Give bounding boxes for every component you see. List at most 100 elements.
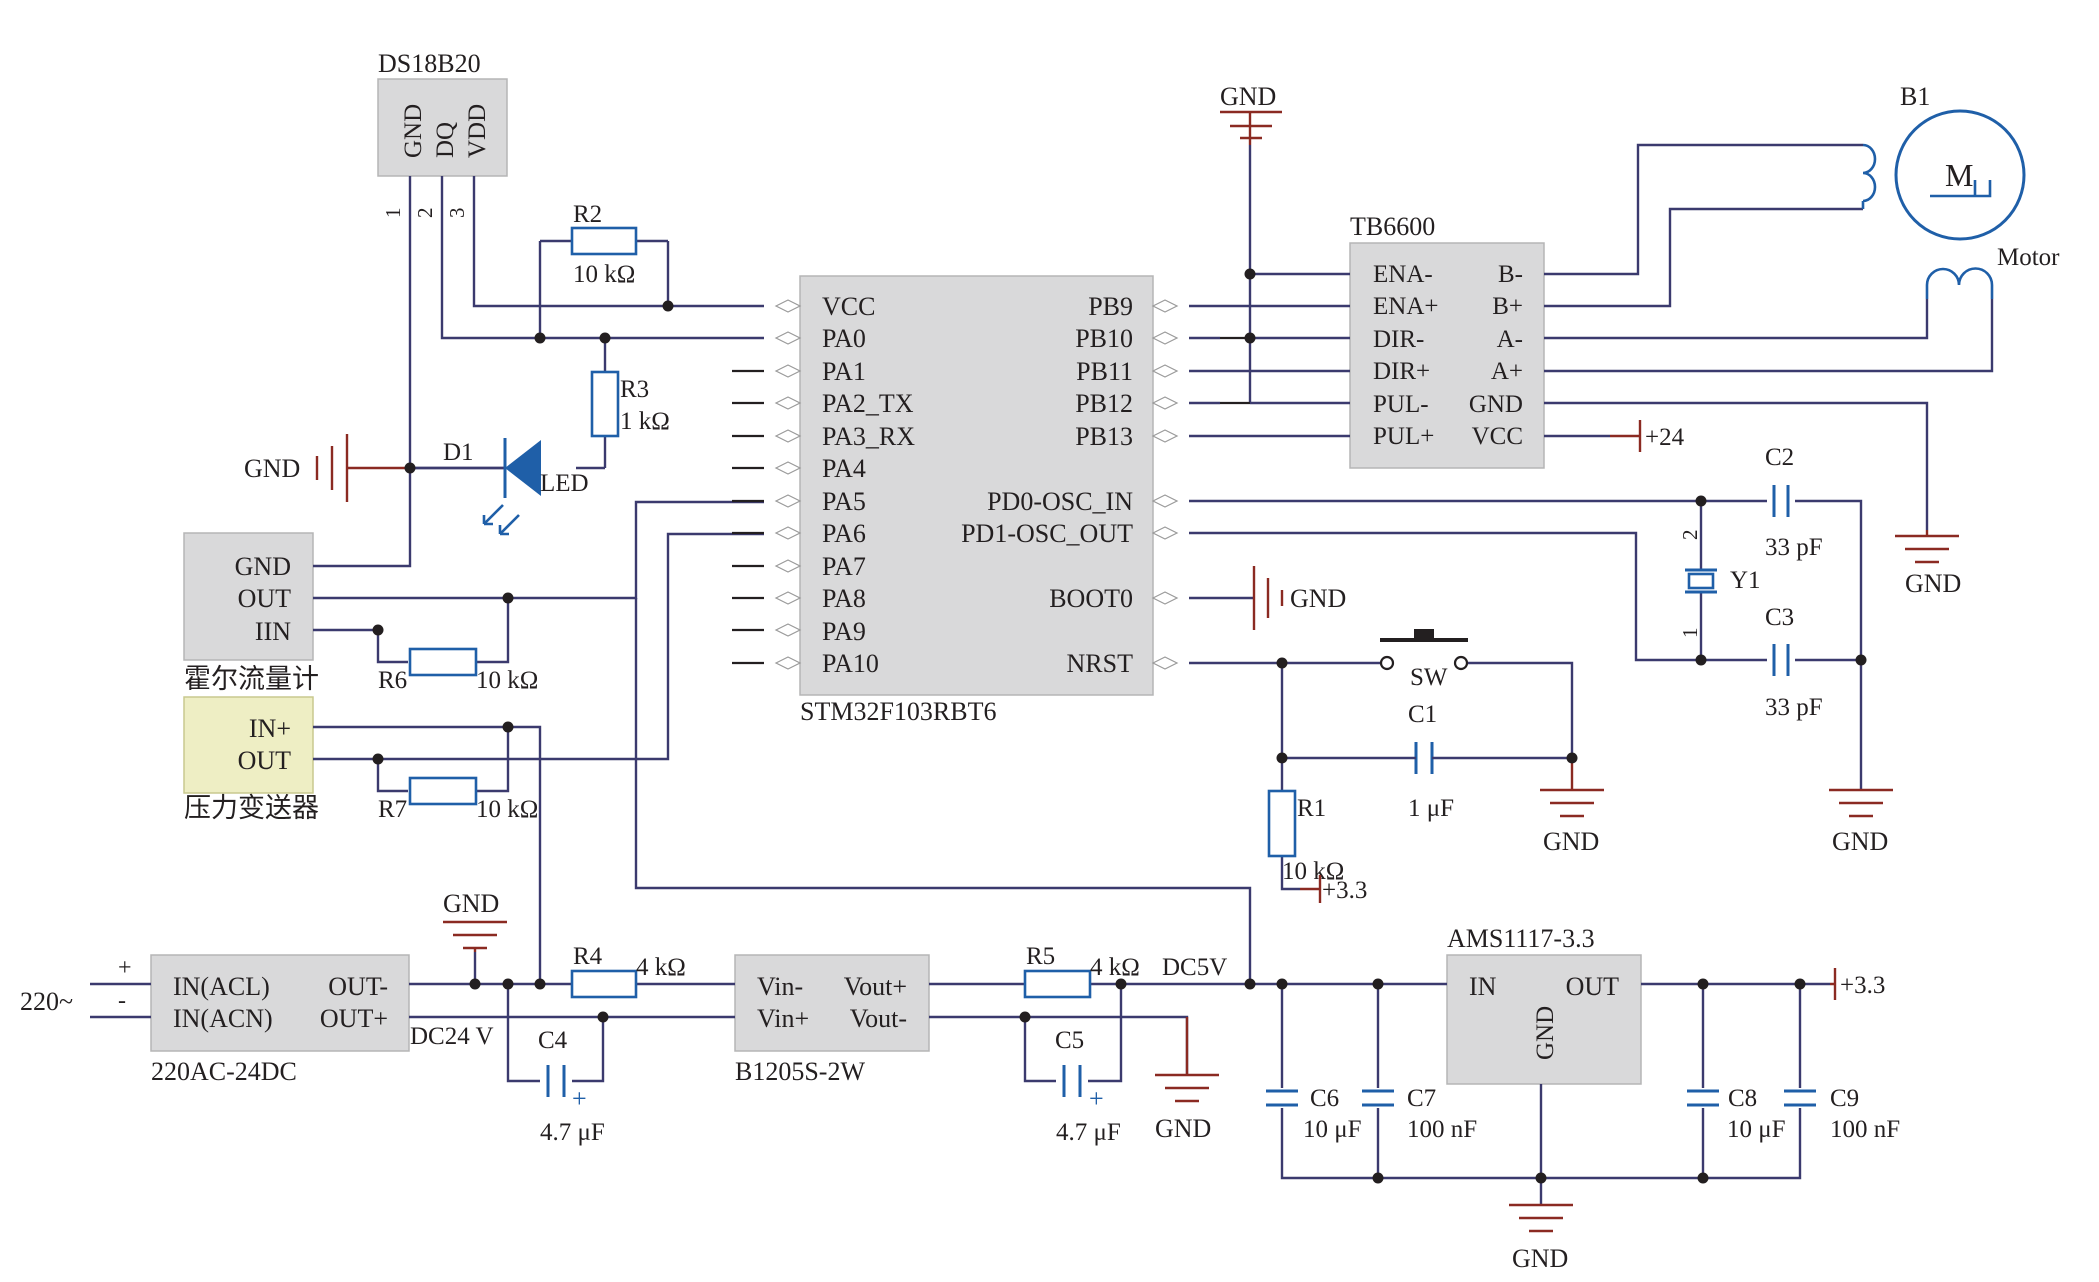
pressure-name: 压力变送器	[184, 793, 319, 823]
mcu-pin-vcc: VCC	[822, 292, 875, 321]
mcu-pin-pa0: PA0	[822, 324, 866, 353]
d1-ref: D1	[443, 439, 474, 466]
net-dc5-label: DC5V	[1162, 954, 1227, 981]
tb6600-pin-dir-minus: DIR-	[1373, 326, 1424, 353]
tb6600-pin-b-plus: B+	[1492, 293, 1523, 320]
stm32-mcu: STM32F103RBT6 VCC PA0 PA1 PA2_TX PA3_RX …	[799, 275, 1154, 726]
c7-value: 100 nF	[1407, 1116, 1477, 1143]
capacitor-c2: C2 33 pF	[1765, 444, 1823, 561]
mcu-pin-pa6: PA6	[822, 519, 866, 548]
mcu-pin-arrows	[774, 299, 1179, 670]
y1-pin2: 2	[1678, 530, 1702, 541]
resistor-r6: R6 10 kΩ	[378, 647, 538, 694]
c5-value: 4.7 μF	[1056, 1119, 1121, 1146]
capacitor-c3: C3 33 pF	[1765, 604, 1823, 721]
r5-value: 4 kΩ	[1090, 954, 1140, 981]
capacitor-c4: + C4 4.7 μF	[538, 1027, 605, 1146]
pressure-pin-in-plus: IN+	[249, 714, 291, 743]
c2-value: 33 pF	[1765, 534, 1823, 561]
capacitor-c8: C8 10 μF	[1687, 1085, 1786, 1143]
capacitor-c7: C7 100 nF	[1362, 1085, 1477, 1143]
led-d1: D1 LED	[410, 438, 589, 536]
c7-ref: C7	[1407, 1085, 1436, 1112]
rail-3v3-ldo-label: +3.3	[1840, 972, 1885, 999]
c2-ref: C2	[1765, 444, 1794, 471]
resistor-r1: R1 10 kΩ	[1267, 789, 1344, 885]
mcu-pin-pa10: PA10	[822, 649, 879, 678]
gnd-symbol-motor: GND	[1895, 530, 1961, 598]
mcu-pin-pa9: PA9	[822, 617, 866, 646]
r1-ref: R1	[1297, 795, 1326, 822]
ds18b20-pin-number-2: 2	[413, 208, 437, 219]
mcu-name: STM32F103RBT6	[800, 697, 997, 726]
ds18b20-pin-number-3: 3	[445, 208, 469, 219]
dcdc-pin-vin-plus: Vin+	[757, 1004, 809, 1033]
gnd-symbol-psu: GND	[443, 889, 507, 952]
r2-ref: R2	[573, 201, 602, 228]
hall-flowmeter: GND OUT IIN 霍尔流量计	[183, 532, 319, 694]
c9-ref: C9	[1830, 1085, 1859, 1112]
mcu-pin-pb13: PB13	[1075, 422, 1133, 451]
tb6600-pin-a-minus: A-	[1497, 326, 1523, 353]
motor-label: Motor	[1997, 244, 2060, 271]
r6-value: 10 kΩ	[476, 667, 538, 694]
resistor-r7: R7 10 kΩ	[378, 776, 538, 823]
psu-pin-out-minus: OUT-	[328, 972, 388, 1001]
c5-ref: C5	[1055, 1027, 1084, 1054]
flowmeter-pin-gnd: GND	[235, 552, 291, 581]
ams1117-regulator: AMS1117-3.3 IN OUT GND	[1446, 924, 1642, 1085]
mcu-pin-pb9: PB9	[1088, 292, 1133, 321]
switch-sw: SW	[1379, 629, 1469, 691]
ground-symbols: GND GND GND GND GND GND GND	[244, 82, 1961, 1273]
gnd-symbol-osc: GND	[1829, 788, 1893, 856]
dcdc-name: B1205S-2W	[735, 1057, 865, 1086]
flowmeter-name: 霍尔流量计	[184, 664, 319, 694]
mcu-pin-boot0: BOOT0	[1049, 584, 1133, 613]
ds18b20-pin-number-1: 1	[381, 208, 405, 219]
mcu-pin-pa8: PA8	[822, 584, 866, 613]
mcu-pin-pb10: PB10	[1075, 324, 1133, 353]
gnd-symbol-nrst: GND	[1540, 758, 1604, 856]
gnd-label-boot0: GND	[1290, 584, 1346, 613]
gnd-label-osc: GND	[1832, 827, 1888, 856]
mcu-pin-nrst: NRST	[1067, 649, 1134, 678]
c4-polarity: +	[572, 1084, 587, 1113]
c4-value: 4.7 μF	[540, 1119, 605, 1146]
mcu-pin-pa4: PA4	[822, 454, 866, 483]
dcdc-pin-vout-minus: Vout-	[850, 1004, 907, 1033]
r2-value: 10 kΩ	[573, 261, 635, 288]
dcdc-pin-vin-minus: Vin-	[757, 972, 803, 1001]
tb6600-pin-a-plus: A+	[1491, 358, 1523, 385]
mcu-pin-pa2: PA2_TX	[822, 389, 914, 418]
tb6600-pin-ena-plus: ENA+	[1373, 293, 1438, 320]
resistor-r3: R3 1 kΩ	[590, 370, 670, 438]
capacitor-c9: C9 100 nF	[1784, 1085, 1900, 1143]
ac-plus-label: +	[118, 955, 132, 981]
capacitor-c6: C6 10 μF	[1266, 1085, 1362, 1143]
mcu-pin-pa7: PA7	[822, 552, 866, 581]
flowmeter-pin-iin: IIN	[255, 617, 291, 646]
gnd-symbol-tb6600: GND	[1220, 82, 1282, 145]
net-dc24-label: DC24 V	[410, 1023, 494, 1050]
c8-value: 10 μF	[1727, 1116, 1786, 1143]
flowmeter-pin-out: OUT	[238, 584, 292, 613]
tb6600-pin-b-minus: B-	[1498, 261, 1523, 288]
psu-pin-out-plus: OUT+	[320, 1004, 388, 1033]
tb6600-pin-vcc: VCC	[1472, 423, 1523, 450]
mcu-pin-pd0: PD0-OSC_IN	[987, 487, 1133, 516]
tb6600-pin-ena-minus: ENA-	[1373, 261, 1433, 288]
mcu-pin-pa3: PA3_RX	[822, 422, 915, 451]
c3-value: 33 pF	[1765, 694, 1823, 721]
gnd-symbol-ds18b20: GND	[244, 434, 410, 502]
gnd-symbol-dcdc: GND	[1155, 1017, 1219, 1143]
r7-ref: R7	[378, 796, 407, 823]
power-rail-markers: +24 +3.3 +3.3 DC24 V DC5V 220~ + -	[20, 420, 1885, 1050]
mcu-pin-pa5: PA5	[822, 487, 866, 516]
motor-symbol: M	[1945, 157, 1973, 193]
resistor-r2: R2 10 kΩ	[570, 201, 638, 288]
tb6600-driver: TB6600 ENA- ENA+ DIR- DIR+ PUL- PUL+ B- …	[1349, 212, 1545, 469]
dcdc-converter: Vin- Vin+ Vout+ Vout- B1205S-2W	[734, 954, 930, 1086]
mcu-pin-pb12: PB12	[1075, 389, 1133, 418]
c3-ref: C3	[1765, 604, 1794, 631]
